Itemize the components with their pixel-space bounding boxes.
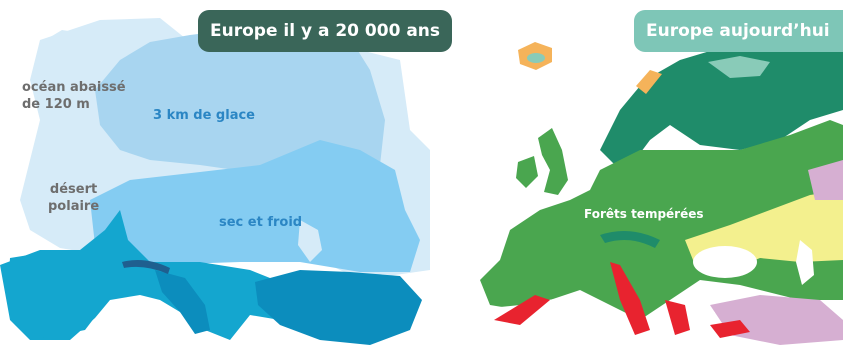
present-map-graphic (470, 40, 843, 345)
caspian-shape (298, 220, 322, 262)
ocean-label-line-1: océan abaissé (22, 80, 126, 95)
mediterranean-region (494, 295, 550, 325)
dry-cold-label: sec et froid (219, 215, 303, 230)
britain-shape (538, 128, 568, 195)
past-map-title: Europe il y a 20 000 ans (198, 10, 453, 52)
iberia-shape (8, 250, 108, 338)
present-europe-map: Europe aujourd’hui Forêts tempérées (440, 0, 843, 353)
caspian-sea (796, 240, 814, 285)
ireland-shape (516, 156, 538, 188)
black-sea (693, 246, 757, 278)
mediterranean-region (665, 300, 690, 335)
ice-sheet-region (95, 28, 385, 175)
past-europe-map: Europe il y a 20 000 ans océan abaissé d… (0, 10, 453, 345)
anatolia-shape (255, 270, 422, 345)
steppe-region (90, 140, 420, 272)
mediterranean-region (710, 320, 750, 338)
iceland-center (527, 53, 545, 63)
tundra-patch (708, 56, 770, 78)
mediterranean-region (610, 262, 650, 335)
desert-highland-region (808, 160, 843, 200)
iceland-shape (42, 30, 98, 64)
ice-thickness-label: 3 km de glace (153, 108, 255, 123)
polar-desert-label: désert polaire (48, 181, 99, 215)
desert-label-line-1: désert (49, 182, 98, 197)
scandinavia-shape (600, 40, 843, 168)
italy-shape (155, 270, 210, 334)
desert-label-line-2: polaire (48, 199, 100, 214)
present-map-title: Europe aujourd’hui (634, 10, 843, 52)
alps-stripe (600, 231, 660, 248)
anatolia-highland (710, 295, 843, 345)
orange-coast (636, 70, 662, 94)
temperate-forests-label: Forêts tempérées (584, 207, 704, 221)
ocean-lowered-label: océan abaissé de 120 m (22, 79, 126, 113)
past-map-graphic (0, 18, 430, 345)
dark-river-stripe (122, 260, 170, 274)
ocean-label-line-2: de 120 m (22, 97, 90, 112)
